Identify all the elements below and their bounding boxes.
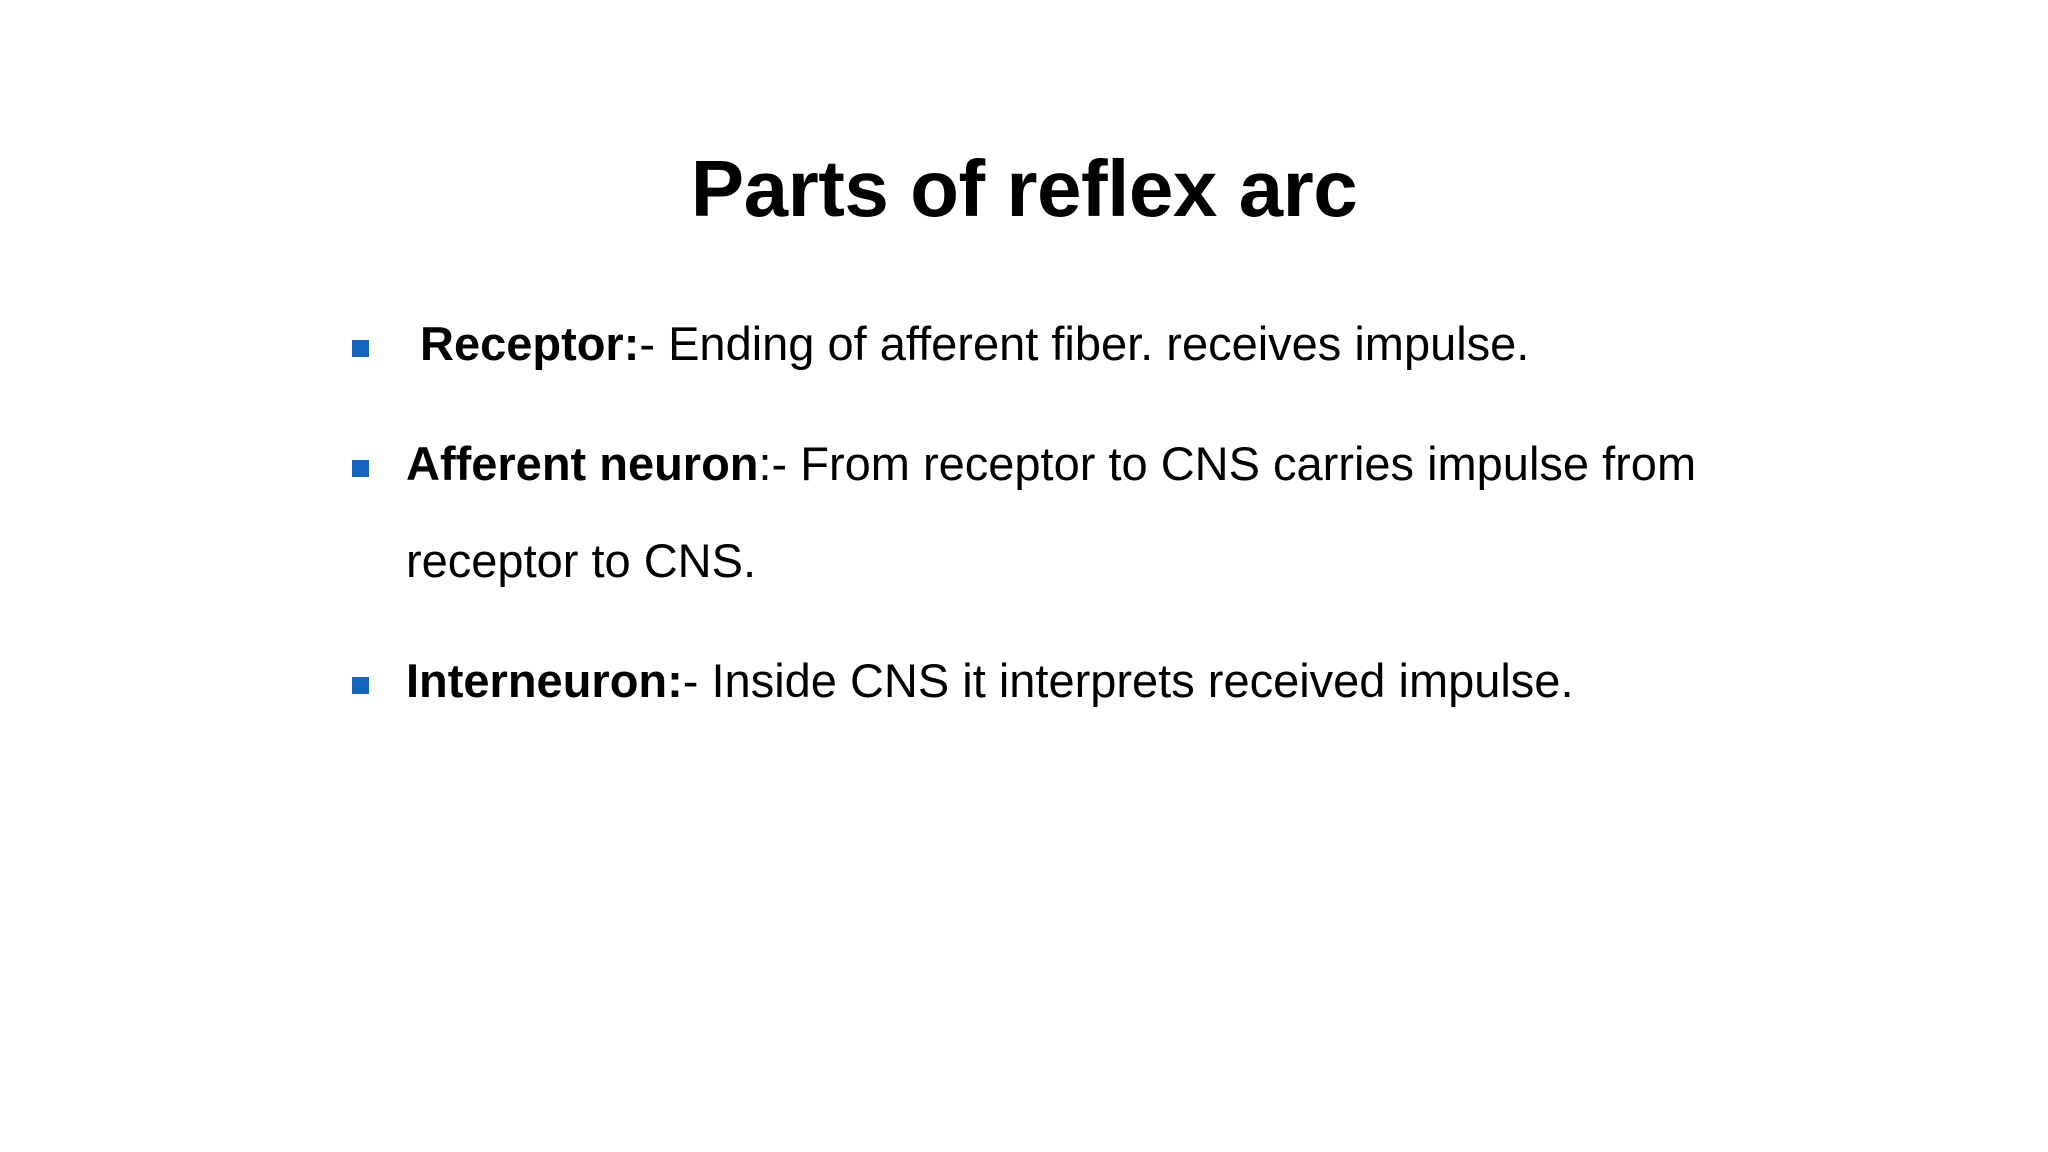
list-item-description: - Inside CNS it interprets received impu…: [682, 654, 1574, 708]
bullet-list: Receptor:- Ending of afferent fiber. rec…: [340, 296, 1820, 729]
list-item-term: Afferent neuron: [406, 437, 759, 491]
square-bullet-icon: [352, 677, 369, 695]
page-title: Parts of reflex arc: [690, 143, 1358, 233]
list-item-description: :- From receptor to CNS carries impulse …: [406, 437, 1710, 587]
list-item-term: Interneuron:: [406, 654, 683, 708]
list-item-description: - Ending of afferent fiber. receives imp…: [639, 317, 1530, 370]
square-bullet-icon: [352, 460, 369, 478]
list-item-text: Afferent neuron:- From receptor to CNS c…: [406, 416, 1820, 609]
list-item[interactable]: Receptor:- Ending of afferent fiber. rec…: [340, 296, 1820, 392]
list-item-text: Receptor:- Ending of afferent fiber. rec…: [406, 296, 1820, 392]
square-bullet-icon: [352, 340, 369, 357]
list-item-term: Receptor:: [420, 317, 640, 370]
list-item[interactable]: Afferent neuron:- From receptor to CNS c…: [340, 416, 1820, 609]
list-item-text: Interneuron:- Inside CNS it interprets r…: [406, 633, 1820, 729]
list-item[interactable]: Interneuron:- Inside CNS it interprets r…: [340, 633, 1820, 729]
